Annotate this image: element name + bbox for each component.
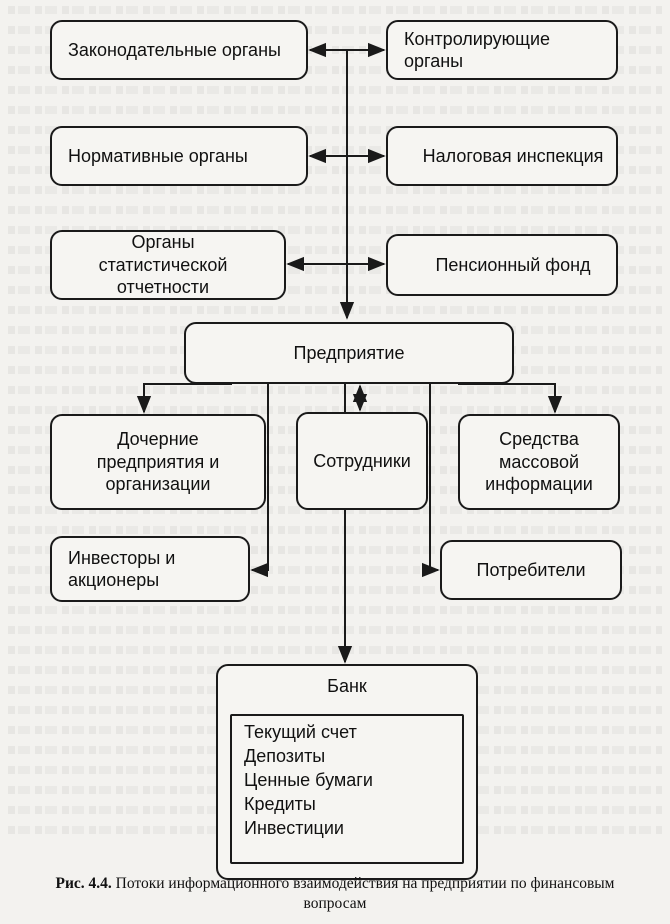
arrow-enterprise-media	[458, 383, 563, 414]
node-controlling-label: Контролирующие органы	[404, 28, 551, 72]
bank-item: Инвестиции	[244, 818, 344, 838]
node-subsidiaries-label: Дочерние предприятия и организации	[96, 429, 220, 495]
node-normative: Нормативные органы	[50, 126, 308, 186]
node-employees-label: Сотрудники	[313, 450, 411, 471]
figure-caption: Рис. 4.4. Потоки информационного взаимод…	[30, 874, 640, 914]
node-consumers: Потребители	[440, 540, 622, 600]
node-enterprise-label: Предприятие	[293, 342, 405, 363]
node-bank: Банк Текущий счет Депозиты Ценные бумаги…	[216, 664, 478, 880]
bank-item: Депозиты	[244, 746, 326, 766]
node-employees: Сотрудники	[296, 412, 428, 510]
arrow-enterprise-subsidiaries	[136, 383, 232, 414]
bank-item: Кредиты	[244, 794, 316, 814]
bank-services-list: Текущий счет Депозиты Ценные бумаги Кред…	[230, 714, 464, 864]
bank-item: Ценные бумаги	[244, 770, 373, 790]
node-controlling: Контролирующие органы	[386, 20, 618, 80]
node-investors: Инвесторы и акционеры	[50, 536, 250, 602]
arrow-enterprise-consumers	[421, 384, 440, 578]
node-subsidiaries: Дочерние предприятия и организации	[50, 414, 266, 510]
bank-title: Банк	[327, 676, 367, 696]
arrow-enterprise-investors	[250, 384, 269, 578]
node-tax-label: Налоговая инспекция	[422, 145, 604, 166]
node-pension-label: Пенсионный фонд	[435, 254, 591, 275]
node-legislative: Законодательные органы	[50, 20, 308, 80]
caption-number: Рис. 4.4.	[55, 875, 112, 892]
node-statistics: Органы статистической отчетности	[50, 230, 286, 300]
node-pension: Пенсионный фонд	[386, 234, 618, 296]
node-consumers-label: Потребители	[476, 559, 586, 580]
bank-item: Текущий счет	[244, 722, 357, 742]
node-media-label: Средства массовой информации	[485, 429, 593, 495]
node-normative-label: Нормативные органы	[68, 145, 248, 166]
node-enterprise: Предприятие	[184, 322, 514, 384]
node-media: Средства массовой информации	[458, 414, 620, 510]
caption-text: Потоки информационного взаимодействия на…	[115, 875, 615, 912]
node-tax: Налоговая инспекция	[386, 126, 618, 186]
node-legislative-label: Законодательные органы	[68, 39, 281, 60]
node-statistics-label: Органы статистической отчетности	[98, 232, 228, 298]
node-investors-label: Инвесторы и акционеры	[68, 547, 176, 591]
